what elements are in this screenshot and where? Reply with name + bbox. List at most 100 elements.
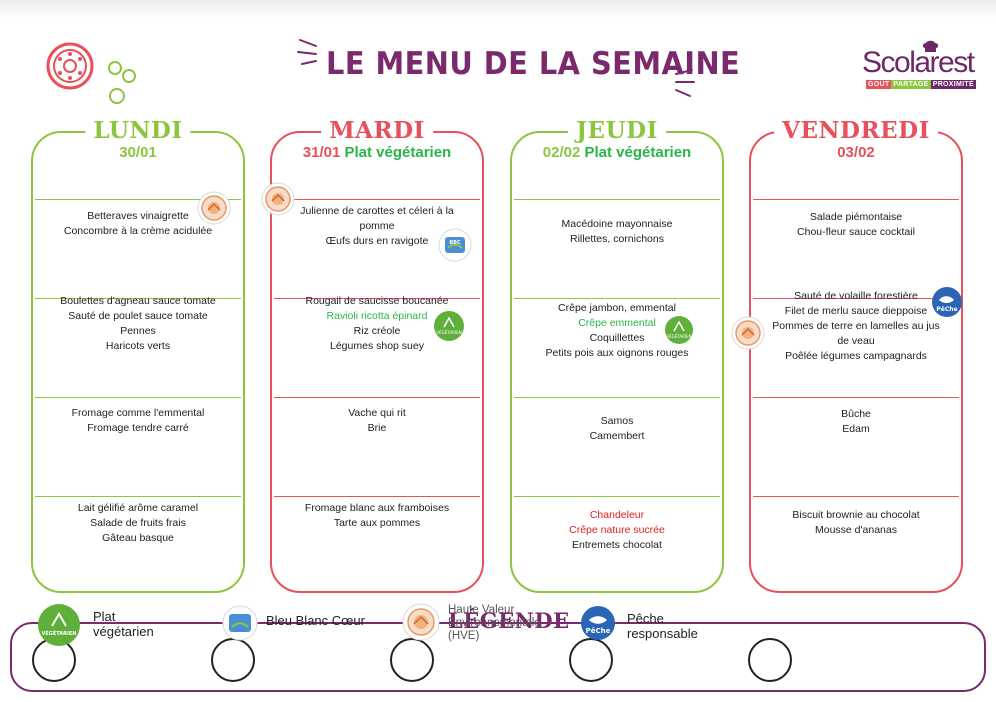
section-divider (753, 397, 959, 398)
legend-box (10, 622, 986, 692)
date-value: 30/01 (119, 144, 157, 161)
chef-hat-icon (922, 40, 939, 52)
tomato-slice-icon (46, 42, 94, 90)
hve-badge-icon (197, 191, 231, 225)
menu-item: Sauté de poulet sauce tomate (68, 310, 208, 322)
menu-item: Lait gélifié arôme caramel (77, 502, 199, 514)
section-divider (274, 298, 480, 299)
legend-label: Pêche (627, 611, 664, 626)
menu-item-vegetarian: Crêpe emmental (578, 317, 656, 329)
menu-item: Bûche (841, 408, 871, 420)
svg-text:PêChe: PêChe (936, 306, 957, 313)
section-divider (274, 199, 480, 200)
legend-label: Haute Valeur (448, 604, 515, 616)
legend-item-hve: Haute Valeur Environnementale (HVE) (448, 604, 541, 643)
menu-item: Riz créole (353, 325, 401, 337)
menu-item: Fromage blanc aux framboises (304, 502, 450, 514)
section-divider (753, 496, 959, 497)
main-section: Sauté de volaille forestière Filet de me… (757, 289, 955, 364)
section-divider (514, 397, 720, 398)
starter-section: Julienne de carottes et céleri à la pomm… (278, 204, 476, 249)
svg-text:VÉGÉTARIEN: VÉGÉTARIEN (436, 330, 461, 335)
tagline-word: PARTAGE (891, 80, 931, 89)
menu-item: Œufs durs en ravigote (325, 235, 429, 247)
day-name: VENDREDI (774, 118, 938, 144)
menu-item: Rillettes, cornichons (570, 233, 664, 245)
section-divider (514, 298, 720, 299)
menu-item: Vache qui rit (348, 407, 406, 419)
peas-icon (108, 61, 136, 104)
day-date: 03/02 (751, 144, 961, 161)
day-name: MARDI (321, 118, 433, 144)
menu-item-event: Chandeleur (589, 509, 645, 521)
peche-responsable-icon: PêChe (581, 606, 615, 640)
menu-item: Boulettes d'agneau sauce tomate (60, 295, 216, 307)
day-column-vendredi: VENDREDI 03/02 Salade piémontaise Chou-f… (749, 118, 963, 593)
section-divider (514, 496, 720, 497)
menu-item: Pennes (120, 325, 156, 337)
dessert-section: Biscuit brownie au chocolat Mousse d'ana… (757, 508, 955, 538)
day-column-mardi: MARDI 31/01 Plat végétarien Julienne de … (270, 118, 484, 593)
legend-title: LÉGENDE (448, 608, 570, 633)
day-date: 30/01 (33, 144, 243, 161)
legend-item-bleu-blanc-coeur: Bleu Blanc Cœur (266, 613, 365, 628)
starter-section: Salade piémontaise Chou-fleur sauce cock… (757, 210, 955, 240)
menu-item: Haricots verts (105, 340, 171, 352)
menu-item: Crêpe jambon, emmental (558, 302, 676, 314)
menu-item: Concombre à la crème acidulée (63, 225, 213, 237)
vegetarian-day-label: Plat végétarien (584, 144, 692, 161)
menu-item: Biscuit brownie au chocolat (792, 509, 920, 521)
menu-item-event: Crêpe nature sucrée (569, 524, 665, 536)
page-title: LE MENU DE LA SEMAINE (326, 46, 741, 82)
menu-item: Brie (367, 422, 387, 434)
menu-item: Entremets chocolat (572, 539, 662, 551)
section-divider (753, 298, 959, 299)
menu-item: Salade de fruits frais (90, 517, 186, 529)
legend-item-vegetarian: Plat végétarien (93, 609, 154, 639)
date-value: 31/01 (302, 144, 341, 161)
menu-item: Coquillettes (589, 332, 645, 344)
menu-item: Fromage comme l'emmental (71, 407, 205, 419)
legend-label: Bleu Blanc Cœur (266, 613, 365, 628)
menu-item: de veau (837, 335, 875, 347)
menu-item: Légumes shop suey (330, 340, 424, 352)
date-value: 03/02 (837, 144, 875, 161)
svg-text:VÉGÉTARIEN: VÉGÉTARIEN (41, 629, 76, 637)
section-divider (753, 199, 959, 200)
section-divider (35, 298, 241, 299)
legend-empty-circle (748, 638, 792, 682)
legend-empty-circle (211, 638, 255, 682)
dessert-section: Chandeleur Crêpe nature sucrée Entremets… (518, 508, 716, 553)
dessert-section: Fromage blanc aux framboises Tarte aux p… (278, 501, 476, 531)
menu-item: pomme (359, 220, 395, 232)
day-name: LUNDI (85, 118, 191, 144)
section-divider (35, 397, 241, 398)
cheese-section: Bûche Edam (757, 407, 955, 437)
cheese-section: Samos Camembert (518, 414, 716, 444)
menu-item: Betteraves vinaigrette (87, 210, 189, 222)
menu-item: Sauté de volaille forestière (794, 290, 918, 302)
menu-item: Samos (600, 415, 634, 427)
menu-item-vegetarian: Ravioli ricotta épinard (326, 310, 428, 322)
menu-item: Rougail de saucisse boucanée (305, 295, 449, 307)
section-divider (35, 496, 241, 497)
legend-label: responsable (627, 626, 698, 641)
legend-empty-circle (569, 638, 613, 682)
date-value: 02/02 (542, 144, 581, 161)
menu-item: Petits pois aux oignons rouges (545, 347, 689, 359)
section-divider (274, 397, 480, 398)
hve-badge-icon (731, 316, 765, 350)
menu-item: Chou-fleur sauce cocktail (797, 226, 915, 238)
svg-text:BBC: BBC (449, 240, 461, 246)
legend-item-peche: Pêche responsable (627, 611, 698, 641)
logo-tagline: GOÛT PARTAGE PROXIMITÉ (866, 80, 982, 89)
vegetarian-badge-icon: VÉGÉTARIEN (38, 604, 80, 646)
vegetarian-badge-icon: VÉGÉTARIEN (665, 316, 693, 344)
tagline-word: PROXIMITÉ (930, 80, 976, 89)
hve-badge-icon (261, 182, 295, 216)
scolarest-logo: Scolarest GOÛT PARTAGE PROXIMITÉ (862, 40, 982, 89)
cheese-section: Vache qui rit Brie (278, 406, 476, 436)
vegetarian-day-label: Plat végétarien (344, 144, 452, 161)
day-name: JEUDI (568, 118, 666, 144)
main-section: Rougail de saucisse boucanée Ravioli ric… (278, 294, 476, 354)
